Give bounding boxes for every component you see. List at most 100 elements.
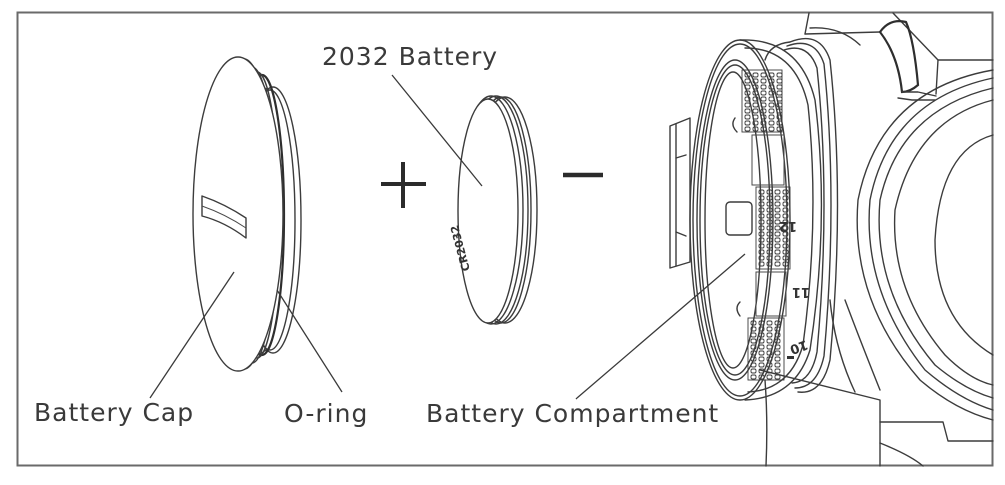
- knurl-cell: [760, 126, 767, 132]
- knurl-cell: [752, 114, 759, 120]
- knurl-cell: [744, 96, 751, 102]
- knurl-cell: [766, 356, 773, 362]
- knurl-cell: [758, 195, 765, 201]
- knurl-cell: [744, 90, 751, 96]
- knurl-cell: [758, 374, 765, 380]
- knurl-cell: [774, 320, 781, 326]
- knurl-cell: [766, 201, 773, 207]
- knurl-cell: [774, 189, 781, 195]
- knurl-cell: [766, 249, 773, 255]
- knurl-cell: [758, 261, 765, 267]
- knurl-cell: [768, 78, 775, 84]
- knurl-cell: [776, 102, 783, 108]
- knurl-cell: [766, 374, 773, 380]
- knurl-cell: [766, 207, 773, 213]
- dial-mark-11: 11: [792, 284, 810, 299]
- knurl-cell: [768, 96, 775, 102]
- knurl-cell: [776, 90, 783, 96]
- knurl-cell: [776, 114, 783, 120]
- knurl-cell: [782, 237, 789, 243]
- knurl-cell: [774, 195, 781, 201]
- knurl-cell: [760, 120, 767, 126]
- knurl-cell: [744, 84, 751, 90]
- knurl-cell: [774, 231, 781, 237]
- dial-mark-12: 12: [779, 218, 797, 233]
- knurl-cell: [782, 243, 789, 249]
- knurl-cell: [766, 255, 773, 261]
- knurl-cell: [758, 344, 765, 350]
- knurl-cell: [750, 368, 757, 374]
- label-battery-cap: Battery Cap: [34, 398, 194, 427]
- knurl-cell: [782, 219, 789, 225]
- knurl-cell: [774, 201, 781, 207]
- knurl-cell: [776, 72, 783, 78]
- knurl-cell: [752, 72, 759, 78]
- knurl-cell: [774, 344, 781, 350]
- knurl-cell: [782, 201, 789, 207]
- knurl-cell: [750, 332, 757, 338]
- knurl-cell: [752, 126, 759, 132]
- leader-o-ring: [276, 289, 343, 393]
- knurl-cell: [766, 350, 773, 356]
- knurl-cell: [774, 368, 781, 374]
- knurl-cell: [744, 108, 751, 114]
- knurl-cell: [758, 338, 765, 344]
- diagram-frame: [16, 11, 994, 467]
- knurl-cell: [766, 237, 773, 243]
- knurl-cell: [752, 108, 759, 114]
- leader-battery-cap: [149, 271, 235, 399]
- knurl-cell: [758, 350, 765, 356]
- knurl-cell: [774, 362, 781, 368]
- knurl-cell: [774, 255, 781, 261]
- knurl-cell: [782, 255, 789, 261]
- knurl-cell: [766, 338, 773, 344]
- knurl-cell: [744, 120, 751, 126]
- knurl-cell: [774, 374, 781, 380]
- knurl-cell: [774, 213, 781, 219]
- knurl-cell: [766, 332, 773, 338]
- knurl-cell: [774, 219, 781, 225]
- knurl-grip-top: [741, 69, 783, 133]
- knurl-cell: [760, 84, 767, 90]
- knurl-cell: [774, 332, 781, 338]
- knurl-cell: [782, 249, 789, 255]
- knurl-cell: [758, 237, 765, 243]
- battery-compartment-illustration: 12 11 10: [669, 12, 994, 467]
- knurl-cell: [752, 90, 759, 96]
- knurl-cell: [752, 84, 759, 90]
- knurl-cell: [768, 108, 775, 114]
- knurl-cell: [774, 326, 781, 332]
- knurl-cell: [750, 362, 757, 368]
- knurl-cell: [774, 249, 781, 255]
- knurl-cell: [774, 356, 781, 362]
- knurl-cell: [782, 189, 789, 195]
- knurl-cell: [744, 114, 751, 120]
- knurl-cell: [766, 231, 773, 237]
- knurl-cell: [774, 207, 781, 213]
- knurl-cell: [768, 126, 775, 132]
- knurl-cell: [766, 243, 773, 249]
- knurl-cell: [782, 261, 789, 267]
- knurl-cell: [776, 120, 783, 126]
- knurl-cell: [782, 207, 789, 213]
- knurl-cell: [774, 350, 781, 356]
- coin-battery-illustration: CR2032: [448, 95, 538, 325]
- cap-slot: [201, 195, 247, 239]
- knurl-cell: [766, 344, 773, 350]
- knurl-cell: [758, 249, 765, 255]
- knurl-cell: [766, 195, 773, 201]
- knurl-cell: [758, 225, 765, 231]
- knurl-cell: [752, 120, 759, 126]
- knurl-cell: [768, 120, 775, 126]
- knurl-cell: [744, 126, 751, 132]
- knurl-cell: [782, 195, 789, 201]
- knurl-cell: [758, 320, 765, 326]
- knurl-cell: [766, 326, 773, 332]
- knurl-cell: [758, 201, 765, 207]
- knurl-cell: [776, 126, 783, 132]
- knurl-cell: [774, 261, 781, 267]
- knurl-cell: [760, 78, 767, 84]
- knurl-cell: [768, 90, 775, 96]
- label-2032-battery: 2032 Battery: [322, 42, 498, 71]
